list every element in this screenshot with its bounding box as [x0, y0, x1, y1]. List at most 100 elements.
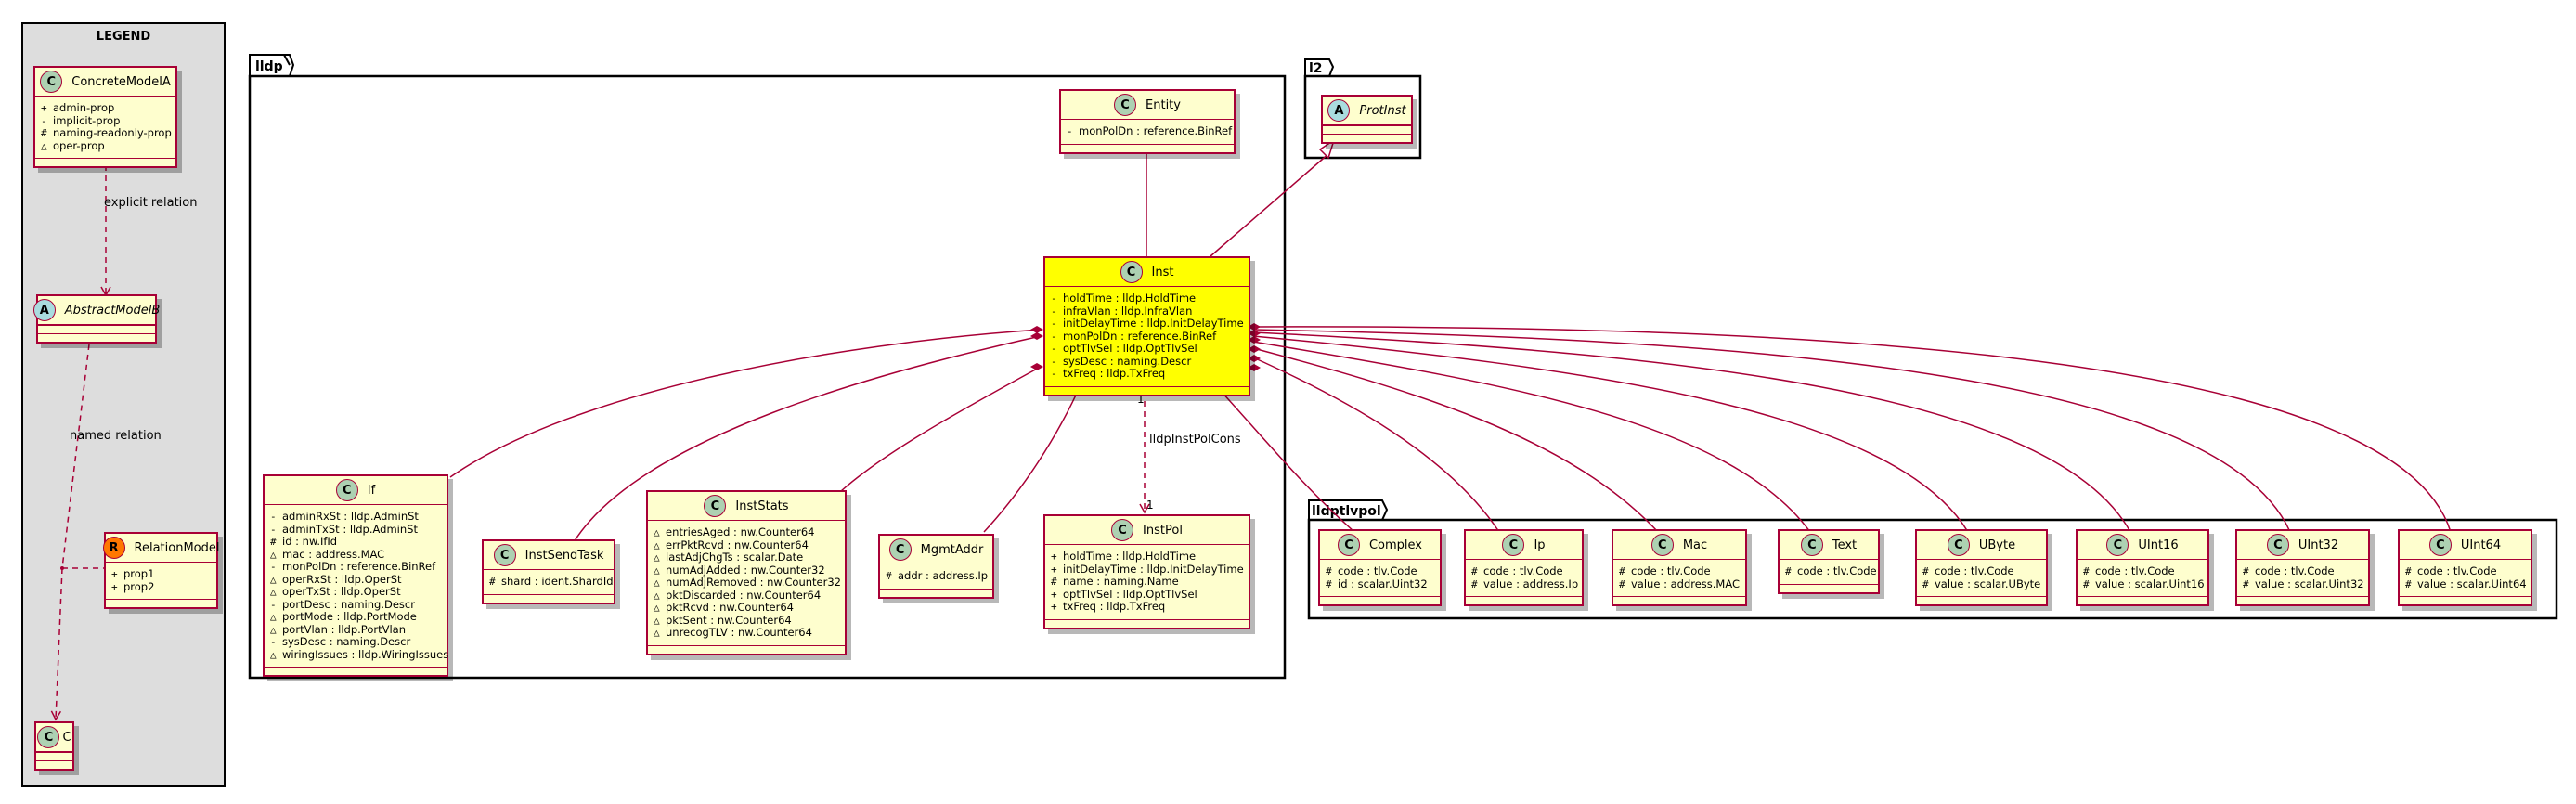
class-circle-icon: C	[335, 479, 358, 501]
attr-text: sysDesc : naming.Descr	[1063, 354, 1192, 368]
attr-text: holdTime : lldp.HoldTime	[1063, 292, 1197, 305]
attr-visibility: -	[1051, 343, 1057, 355]
class-name: InstStats	[735, 499, 789, 513]
edge-inst-mac	[1252, 347, 1659, 533]
attr-text: code : tlv.Code	[2417, 564, 2497, 577]
attr-visibility: △	[270, 548, 277, 561]
attr-visibility: -	[1051, 330, 1057, 343]
edge-inst-text	[1252, 341, 1811, 533]
edge-inst-protinst-triangle	[1318, 138, 1336, 160]
attr-text: implicit-prop	[53, 113, 121, 127]
attr-text: naming-readonly-prop	[53, 126, 172, 139]
attr-text: entriesAged : nw.Counter64	[666, 525, 815, 538]
attr-visibility: △	[270, 648, 277, 661]
edge-inst-instsendtask	[573, 335, 1042, 543]
abstract-class-circle-icon: A	[1327, 99, 1351, 122]
attr-visibility: △	[654, 538, 660, 551]
attr-visibility: #	[1619, 577, 1625, 590]
attr-text: id : scalar.Uint32	[1338, 577, 1428, 590]
attr-text: oper-prop	[53, 138, 105, 152]
attr-text: prop2	[123, 579, 155, 593]
package-lldptlvpol-label: lldptlvpol	[1312, 504, 1381, 519]
attr-text: portDesc : naming.Descr	[282, 597, 415, 611]
attr-text: value : scalar.Uint16	[2095, 577, 2205, 590]
attr-visibility: #	[1471, 577, 1478, 590]
attr-text: code : tlv.Code	[1483, 564, 1563, 577]
attr-text: lastAdjChgTs : scalar.Date	[666, 551, 804, 564]
attr-text: monPolDn : reference.BinRef	[282, 560, 436, 573]
relation-class-circle-icon: R	[102, 537, 125, 559]
attr-text: code : tlv.Code	[1935, 564, 2014, 577]
package-lldptlvpol-frame	[1307, 518, 2558, 620]
attr-visibility: +	[111, 580, 118, 593]
class-name: Ip	[1534, 538, 1546, 552]
class-name: RelationModel	[134, 540, 220, 555]
class-circle-icon: C	[1947, 534, 1970, 556]
attr-visibility: △	[654, 602, 660, 614]
attr-text: sysDesc : naming.Descr	[282, 635, 411, 648]
edge-inst-complex	[1210, 380, 1355, 533]
attr-text: operTxSt : lldp.OperSt	[282, 585, 401, 598]
attr-visibility: #	[1619, 565, 1625, 577]
attr-text: pktSent : nw.Counter64	[666, 613, 792, 627]
attr-visibility: #	[2243, 565, 2249, 577]
attr-text: optTlvSel : lldp.OptTlvSel	[1063, 342, 1197, 355]
class-circle-icon: C	[37, 726, 60, 748]
attr-visibility: +	[1051, 551, 1057, 563]
attr-text: mac : address.MAC	[282, 547, 385, 561]
package-lldp-frame	[248, 74, 1287, 680]
attr-text: txFreq : lldp.TxFreq	[1063, 367, 1166, 380]
attr-visibility: -	[1051, 305, 1057, 318]
class-circle-icon: C	[2266, 534, 2289, 556]
edge-inst-ubyte	[1252, 335, 1969, 533]
attr-text: portMode : lldp.PortMode	[282, 610, 417, 623]
class-name: Inst	[1151, 265, 1174, 279]
edge-inst-instpol-mult-src: 1	[1137, 393, 1145, 406]
attr-visibility: △	[654, 577, 660, 589]
legend-edge-explicit-label: explicit relation	[104, 196, 197, 210]
legend-title: LEGEND	[97, 30, 151, 44]
class-circle-icon: C	[40, 71, 63, 93]
attr-visibility: △	[270, 623, 277, 636]
class-protinst[interactable]: A ProtInst	[1321, 95, 1413, 144]
attr-text: initDelayTime : lldp.InitDelayTime	[1063, 562, 1244, 576]
attr-visibility: △	[654, 564, 660, 577]
attr-visibility: #	[1922, 565, 1929, 577]
class-name: If	[367, 483, 376, 498]
class-name: ProtInst	[1359, 103, 1406, 118]
class-circle-icon: C	[1650, 534, 1674, 556]
attr-visibility: -	[1051, 355, 1057, 368]
attr-text: portVlan : lldp.PortVlan	[282, 622, 406, 636]
attr-visibility: -	[270, 511, 277, 523]
class-name: UByte	[1978, 538, 2016, 552]
class-circle-icon: C	[1502, 534, 1525, 556]
class-inststats[interactable]: C InstStats △ entriesAged : nw.Counter64 △…	[646, 490, 847, 655]
attr-text: holdTime : lldp.HoldTime	[1063, 550, 1197, 563]
attr-visibility: #	[489, 576, 496, 588]
class-name: MgmtAddr	[920, 542, 984, 557]
attr-visibility: #	[2243, 577, 2249, 590]
attr-visibility: +	[1051, 588, 1057, 601]
attr-text: code : tlv.Code	[1797, 564, 1877, 577]
attr-text: prop1	[123, 567, 155, 580]
class-circle-icon: C	[704, 495, 727, 517]
class-circle-icon: C	[2106, 534, 2129, 556]
